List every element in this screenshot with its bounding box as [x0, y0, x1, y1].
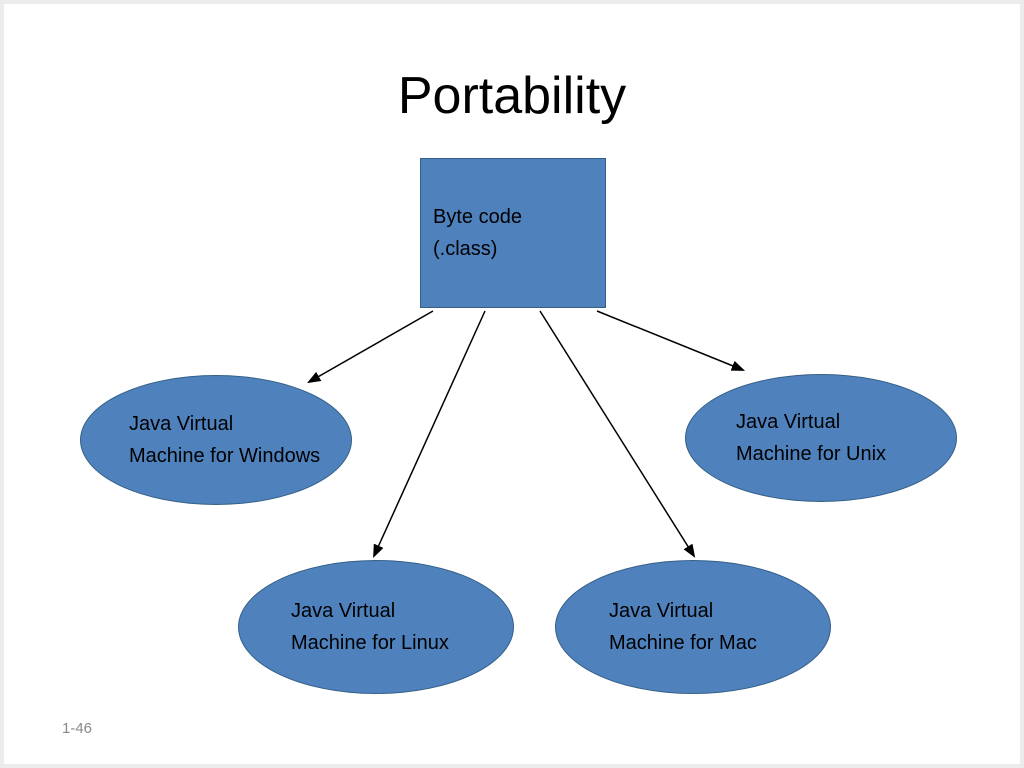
arrow-bytecode-to-mac	[539, 310, 696, 558]
node-jvm-mac-label-line1: Java Virtual	[609, 600, 714, 622]
node-jvm-unix: Java Virtual Machine for Unix	[685, 374, 957, 502]
node-jvm-windows-label-line1: Java Virtual	[129, 413, 234, 435]
node-jvm-unix-label-line1: Java Virtual	[736, 411, 841, 433]
node-jvm-unix-label-line2: Machine for Unix	[736, 443, 887, 465]
node-jvm-mac: Java Virtual Machine for Mac	[555, 560, 831, 694]
node-byte-code-label-line1: Byte code	[433, 206, 522, 228]
arrow-bytecode-to-windows	[307, 310, 434, 384]
node-byte-code-label-line2: (.class)	[433, 238, 498, 260]
page-number: 1-46	[62, 720, 93, 737]
slide-title: Portability	[397, 67, 627, 125]
node-jvm-windows: Java Virtual Machine for Windows	[80, 375, 352, 505]
node-jvm-linux-label-line2: Machine for Linux	[291, 632, 449, 654]
node-jvm-linux-label-line1: Java Virtual	[291, 600, 396, 622]
arrow-bytecode-to-linux	[373, 310, 486, 559]
arrow-bytecode-to-unix	[596, 310, 746, 371]
node-jvm-mac-label-line2: Machine for Mac	[609, 632, 757, 654]
node-jvm-windows-label-line2: Machine for Windows	[129, 445, 321, 467]
node-jvm-linux: Java Virtual Machine for Linux	[238, 560, 514, 694]
slide: Portability Byte code (.class) Java Virt…	[4, 4, 1020, 764]
node-byte-code: Byte code (.class)	[420, 158, 606, 308]
